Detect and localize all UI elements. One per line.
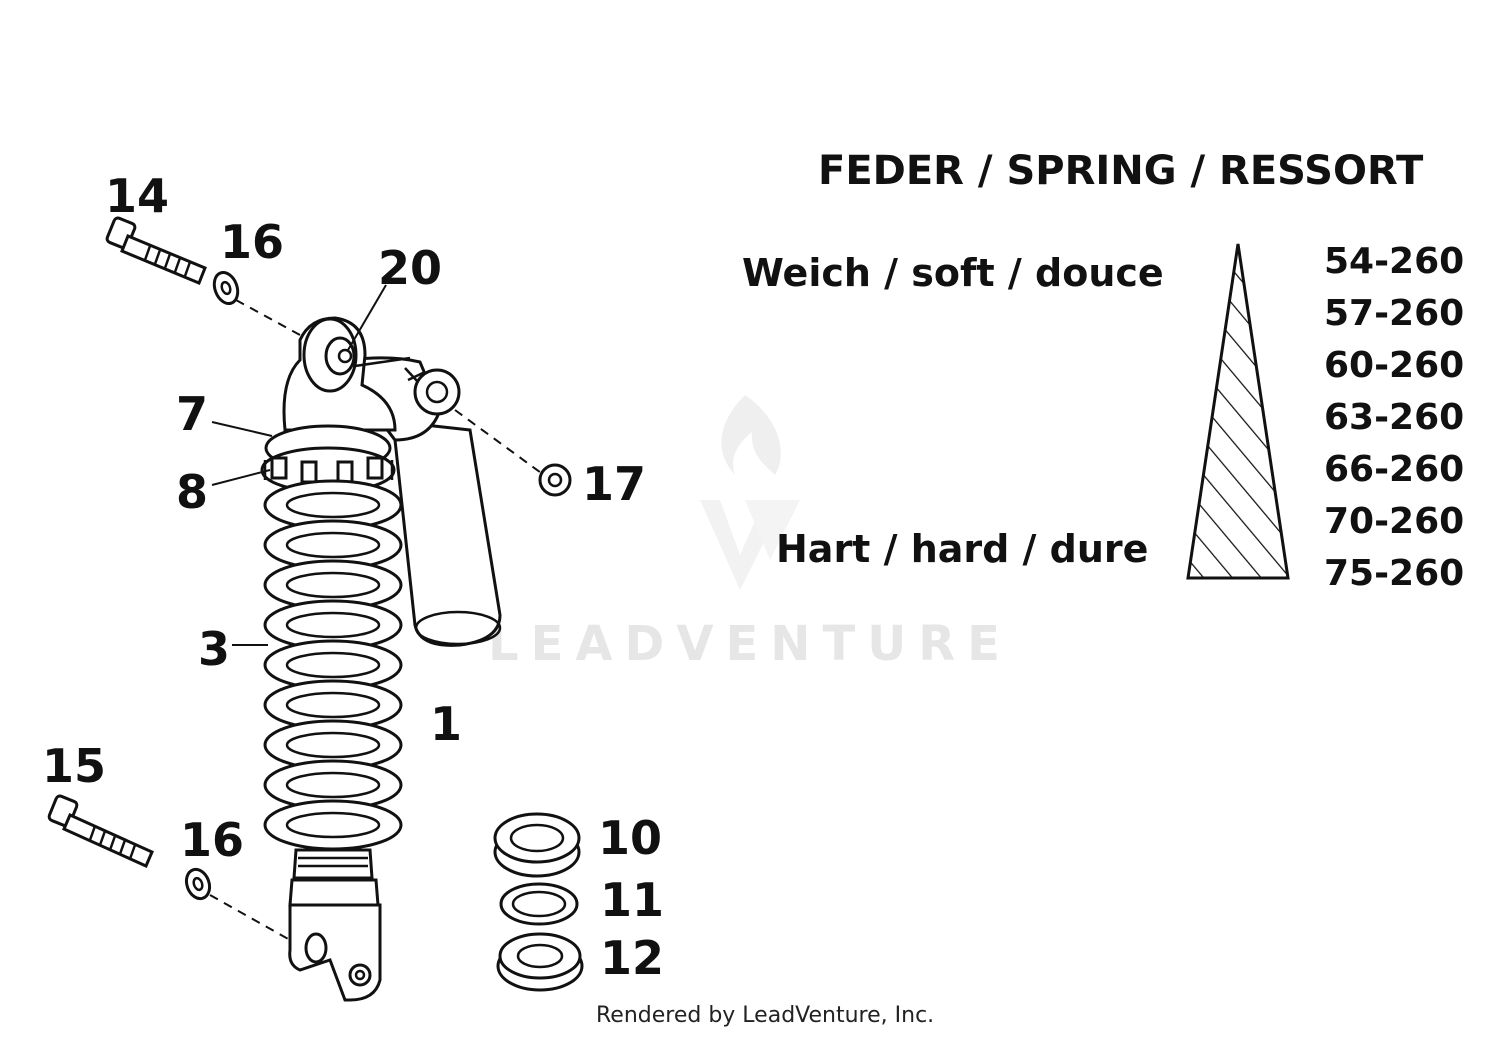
spring-collar	[260, 424, 396, 494]
top-washer	[212, 271, 240, 305]
callout-17: 17	[582, 457, 646, 511]
callout-7: 7	[176, 387, 208, 441]
shock-lower-mount	[288, 848, 382, 1002]
reservoir	[347, 356, 502, 647]
ring-11	[499, 882, 579, 926]
spring-part-number: 70-260	[1324, 501, 1464, 542]
spring-table-title: FEDER / SPRING / RESSORT	[818, 148, 1424, 194]
spring-part-number: 63-260	[1324, 397, 1464, 438]
callout-10: 10	[598, 811, 662, 865]
bottom-washer	[184, 867, 212, 901]
spring-part-number: 57-260	[1324, 293, 1464, 334]
nut	[538, 463, 572, 497]
spring-part-number: 60-260	[1324, 345, 1464, 386]
top-bolt	[105, 216, 207, 285]
callout-15: 15	[42, 739, 106, 793]
spring-part-number: 66-260	[1324, 449, 1464, 490]
callout-3: 3	[198, 622, 230, 676]
bottom-bolt	[47, 794, 154, 868]
callout-16-top: 16	[220, 215, 284, 269]
callout-20: 20	[378, 241, 442, 295]
ring-10	[493, 812, 581, 878]
watermark-logo	[700, 395, 800, 590]
callout-16-bottom: 16	[180, 813, 244, 867]
spring-part-number: 54-260	[1324, 241, 1464, 282]
spring-part-number-list: 54-260 57-260 60-260 63-260 66-260 70-260 75-2…	[1324, 241, 1464, 594]
coil-spring	[263, 479, 403, 851]
hard-label: Hart / hard / dure	[776, 527, 1148, 571]
footer-credit: Rendered by LeadVenture, Inc.	[596, 1003, 934, 1028]
callout-11: 11	[600, 873, 664, 927]
callout-14: 14	[105, 169, 169, 223]
callout-12: 12	[600, 931, 664, 985]
spring-part-number: 75-260	[1324, 553, 1464, 594]
watermark-text: LEADVENTURE	[488, 616, 1012, 672]
callout-8: 8	[176, 465, 208, 519]
soft-label: Weich / soft / douce	[742, 251, 1164, 295]
shock-top-eye	[282, 316, 411, 432]
stiffness-wedge-icon	[1186, 243, 1290, 580]
callout-1: 1	[430, 697, 462, 751]
ring-12	[496, 932, 584, 992]
